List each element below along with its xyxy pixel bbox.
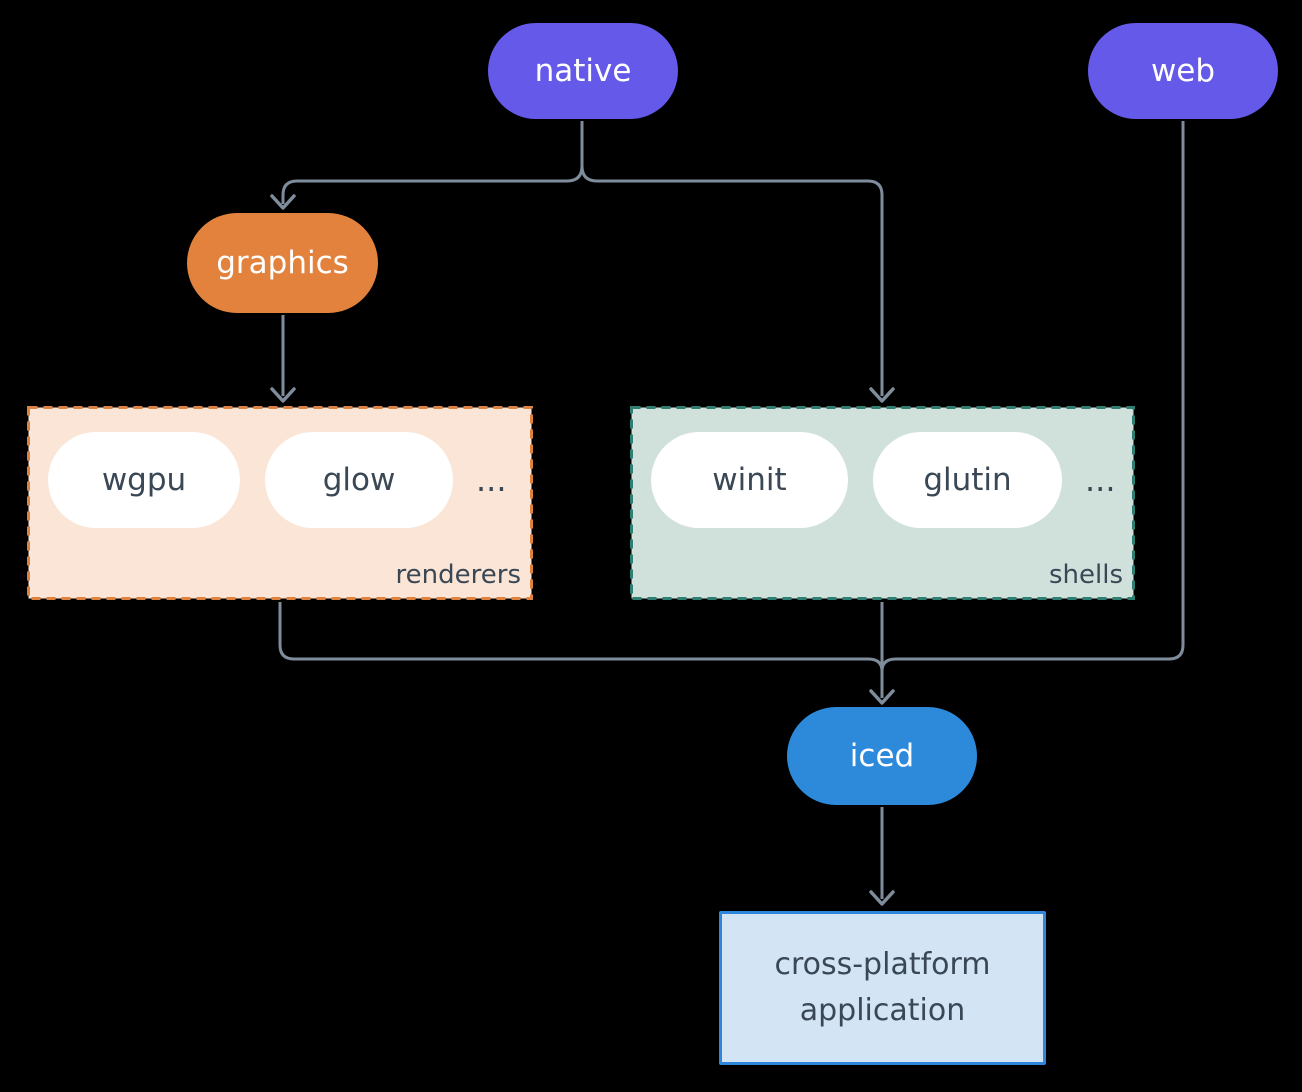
edge-renderers-iced <box>278 602 884 672</box>
node-winit: winit <box>651 432 848 528</box>
shells-ellipsis: ... <box>1085 461 1116 499</box>
arrowhead-icon <box>869 387 895 403</box>
edge-native-graphics <box>281 121 584 204</box>
node-web: web <box>1088 23 1278 119</box>
arrowhead-icon <box>869 689 895 705</box>
renderers-ellipsis: ... <box>476 461 507 499</box>
node-cross-platform-application: cross-platform application <box>719 911 1046 1065</box>
edge-native-shells <box>580 165 884 396</box>
edge-web-iced <box>880 121 1185 672</box>
node-glutin: glutin <box>873 432 1062 528</box>
node-wgpu: wgpu <box>48 432 240 528</box>
group-renderers: wgpu glow ... renderers <box>27 406 533 600</box>
node-glow: glow <box>265 432 453 528</box>
group-shells: winit glutin ... shells <box>630 406 1135 600</box>
group-renderers-label: renderers <box>395 560 521 590</box>
arrowhead-icon <box>270 194 296 210</box>
arrowhead-icon <box>270 387 296 403</box>
group-shells-label: shells <box>1048 560 1123 590</box>
node-native: native <box>488 23 678 119</box>
node-graphics: graphics <box>187 213 378 313</box>
arrowhead-icon <box>869 890 895 906</box>
node-iced: iced <box>787 707 977 805</box>
